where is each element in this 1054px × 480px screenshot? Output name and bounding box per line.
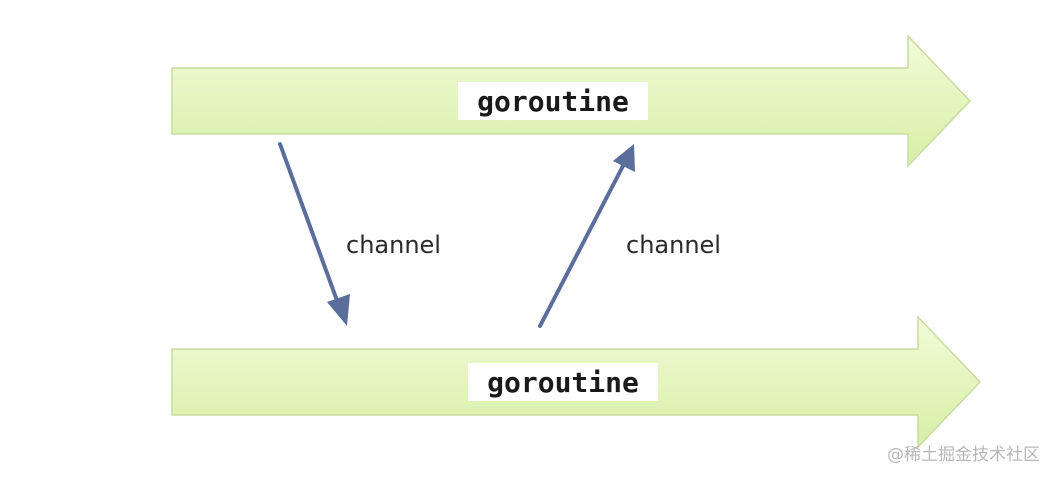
arrowhead-down-icon: [327, 294, 350, 326]
goroutine-lane-top: goroutine: [171, 34, 972, 168]
goroutine-lane-bottom: goroutine: [171, 315, 982, 449]
channel-arrow-up: [538, 144, 635, 328]
goroutine-label-top: goroutine: [477, 85, 629, 118]
lane-label-background-bottom: [468, 363, 658, 401]
goroutine-label-bottom: goroutine: [487, 366, 639, 399]
channel-arrow-down: [278, 142, 350, 326]
channel-label-down: channel: [346, 231, 441, 259]
lane-label-background-top: [458, 82, 648, 120]
watermark-text: @稀土掘金技术社区: [887, 445, 1040, 465]
arrowhead-up-icon: [613, 144, 635, 172]
channel-label-up: channel: [626, 231, 721, 259]
